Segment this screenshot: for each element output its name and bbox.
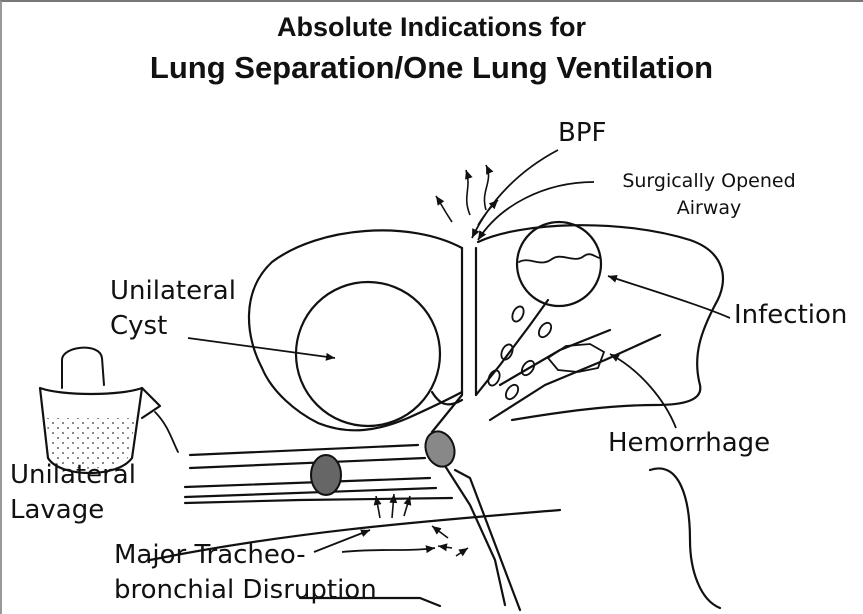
pitcher-handle [62,348,104,388]
tube-lower-line [185,478,430,487]
disruption-leak-5 [438,546,452,548]
airway-to-bottom [440,458,505,605]
surgically-opened-label-line-1: Surgically Opened [598,170,820,192]
disruption-leak-6 [456,548,468,556]
bpf-label: BPF [558,118,606,148]
surgical-airway-pointer [478,182,594,240]
unilateral-cyst-label-line-2: Cyst [110,311,167,341]
disruption-leak-2 [392,494,394,518]
tube-upper-line [190,445,418,455]
bronchiole-1 [510,305,526,324]
bronchiole-5 [503,383,520,402]
hemorrhage-label: Hemorrhage [608,428,770,458]
bpf-leak-3 [436,196,452,222]
cyst-pointer [188,338,335,358]
airway-right-lower-2 [500,330,610,385]
bronchial-cuff-right [421,427,460,470]
hemorrhage-pointer [610,354,676,428]
disruption-label-line-2: bronchial Disruption [114,575,377,605]
bronchiole-6 [536,321,553,340]
diaphragm-curve [650,468,720,608]
cyst-circle [296,282,440,426]
infection-label: Infection [734,300,847,330]
lavage-stream [155,412,178,452]
bpf-leak-1 [484,165,488,210]
airway-to-bottom-2 [455,470,520,610]
unilateral-lavage-label-line-1: Unilateral [10,460,136,490]
tube-lower-line-2 [185,488,436,497]
surgically-opened-label-line-2: Airway [598,197,820,219]
bronchiole-2 [499,343,515,362]
disruption-pointer-right [342,548,435,552]
bronchial-cuff-left [311,455,341,495]
infection-fluid-line [519,254,600,262]
unilateral-cyst-label-line-1: Unilateral [110,276,236,306]
left-lung-outline [249,230,462,430]
hemorrhage-clot [548,344,604,372]
bpf-leak-2 [466,170,470,215]
infection-circle [517,222,601,306]
disruption-leak-4 [432,526,448,538]
tube-bottom-line [185,498,452,503]
infection-pointer [608,276,730,318]
unilateral-lavage-label-line-2: Lavage [10,495,104,525]
airway-right-lower [490,335,660,420]
disruption-label-line-1: Major Tracheo- [114,540,306,570]
tube-upper-line-2 [190,458,425,468]
